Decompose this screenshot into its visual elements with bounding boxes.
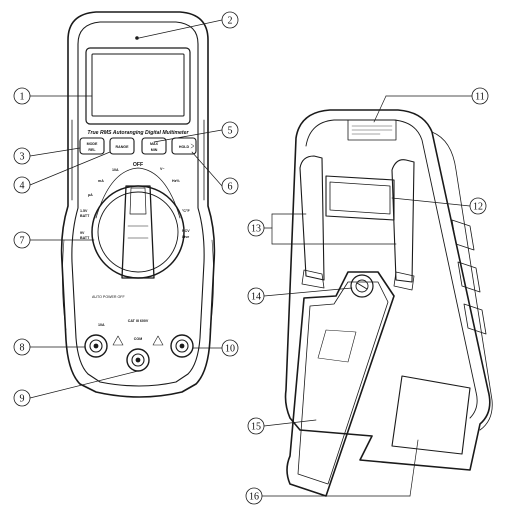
- svg-text:4: 4: [20, 181, 25, 192]
- svg-text:BATT: BATT: [80, 214, 90, 218]
- svg-text:11: 11: [475, 92, 485, 103]
- dial-hz-label: Hz%: [172, 179, 180, 183]
- callout-lines: [29, 19, 473, 497]
- dial-temp-label: °C°F: [182, 209, 190, 213]
- callout-10: 10: [221, 339, 239, 357]
- svg-text:REL: REL: [88, 148, 96, 152]
- back-label-sticker: [347, 119, 397, 141]
- callout-12: 12: [469, 197, 487, 215]
- svg-text:12: 12: [473, 202, 483, 213]
- rotary-dial-knob[interactable]: [91, 185, 185, 279]
- dial-off-label: OFF: [133, 162, 143, 168]
- 10a-input-jack[interactable]: [84, 334, 108, 358]
- svg-text:8: 8: [20, 343, 25, 354]
- callout-3: 3: [13, 147, 31, 165]
- battery-cover-screw[interactable]: [350, 274, 374, 298]
- svg-text:1.5V: 1.5V: [80, 209, 88, 213]
- svg-text:MODE: MODE: [87, 142, 98, 146]
- svg-text:2: 2: [228, 16, 233, 27]
- callout-5: 5: [221, 121, 239, 139]
- mode-rel-button[interactable]: MODE REL: [79, 137, 105, 155]
- svg-text:10: 10: [225, 344, 235, 355]
- multimeter-back-view: [284, 109, 493, 497]
- svg-text:9V: 9V: [80, 231, 85, 235]
- svg-text:RANGE: RANGE: [116, 145, 130, 149]
- dial-10a-label: 10A: [112, 168, 119, 172]
- ncv-sensor-dot: [135, 36, 139, 40]
- v-ohm-input-jack[interactable]: [170, 334, 194, 358]
- multimeter-front-view: True RMS Autoranging Digital Multimeter …: [60, 11, 216, 398]
- back-panel-window: [325, 175, 395, 221]
- callout-1: 1: [13, 87, 31, 105]
- svg-text:MAX: MAX: [150, 142, 159, 146]
- svg-text:7: 7: [20, 236, 25, 247]
- meter-title: True RMS Autoranging Digital Multimeter: [87, 130, 189, 136]
- max-min-button[interactable]: MAX MIN: [141, 137, 167, 155]
- dial-vac-label: V~: [160, 167, 165, 171]
- svg-text:3: 3: [20, 152, 25, 163]
- callout-16: 16: [245, 487, 263, 505]
- callout-7: 7: [13, 231, 31, 249]
- svg-text:14: 14: [251, 292, 261, 303]
- callout-11: 11: [471, 87, 489, 105]
- auto-power-off-label: AUTO POWER OFF: [92, 295, 125, 299]
- dial-scale-arc: [95, 167, 181, 219]
- svg-text:HOLD: HOLD: [179, 145, 190, 149]
- callout-13: 13: [247, 219, 265, 237]
- hold-button[interactable]: HOLD: [171, 137, 197, 155]
- svg-text:16: 16: [249, 492, 259, 503]
- callout-9: 9: [13, 389, 31, 407]
- svg-text:NCV: NCV: [182, 229, 190, 233]
- probe-clip-left: [299, 155, 325, 281]
- svg-text:BATT: BATT: [80, 236, 90, 240]
- svg-text:Live: Live: [182, 235, 189, 239]
- probe-clip-right: [391, 159, 415, 283]
- callout-15: 15: [247, 417, 265, 435]
- tilt-stand[interactable]: [286, 271, 395, 497]
- callout-8: 8: [13, 338, 31, 356]
- jack-com-label: COM: [134, 337, 142, 341]
- svg-text:5: 5: [228, 126, 233, 137]
- callout-14: 14: [247, 287, 265, 305]
- lcd-display: [91, 53, 185, 117]
- range-button[interactable]: RANGE: [109, 137, 135, 155]
- dial-ma-label: mA: [98, 179, 104, 183]
- callout-2: 2: [221, 11, 239, 29]
- svg-text:15: 15: [251, 422, 261, 433]
- svg-text:1: 1: [20, 92, 25, 103]
- dial-ua-label: µA: [88, 193, 93, 197]
- rear-bottom-panel: [391, 375, 471, 455]
- callout-6: 6: [221, 177, 239, 195]
- cat-rating-label: CAT III 600V: [128, 319, 149, 323]
- com-input-jack[interactable]: [126, 348, 150, 372]
- svg-text:MIN: MIN: [151, 148, 158, 152]
- svg-text:13: 13: [251, 224, 261, 235]
- jack-10a-label: 10A: [98, 323, 105, 327]
- svg-text:6: 6: [228, 182, 233, 193]
- lcd-bezel: [85, 47, 191, 125]
- svg-text:9: 9: [20, 394, 25, 405]
- callout-4: 4: [13, 176, 31, 194]
